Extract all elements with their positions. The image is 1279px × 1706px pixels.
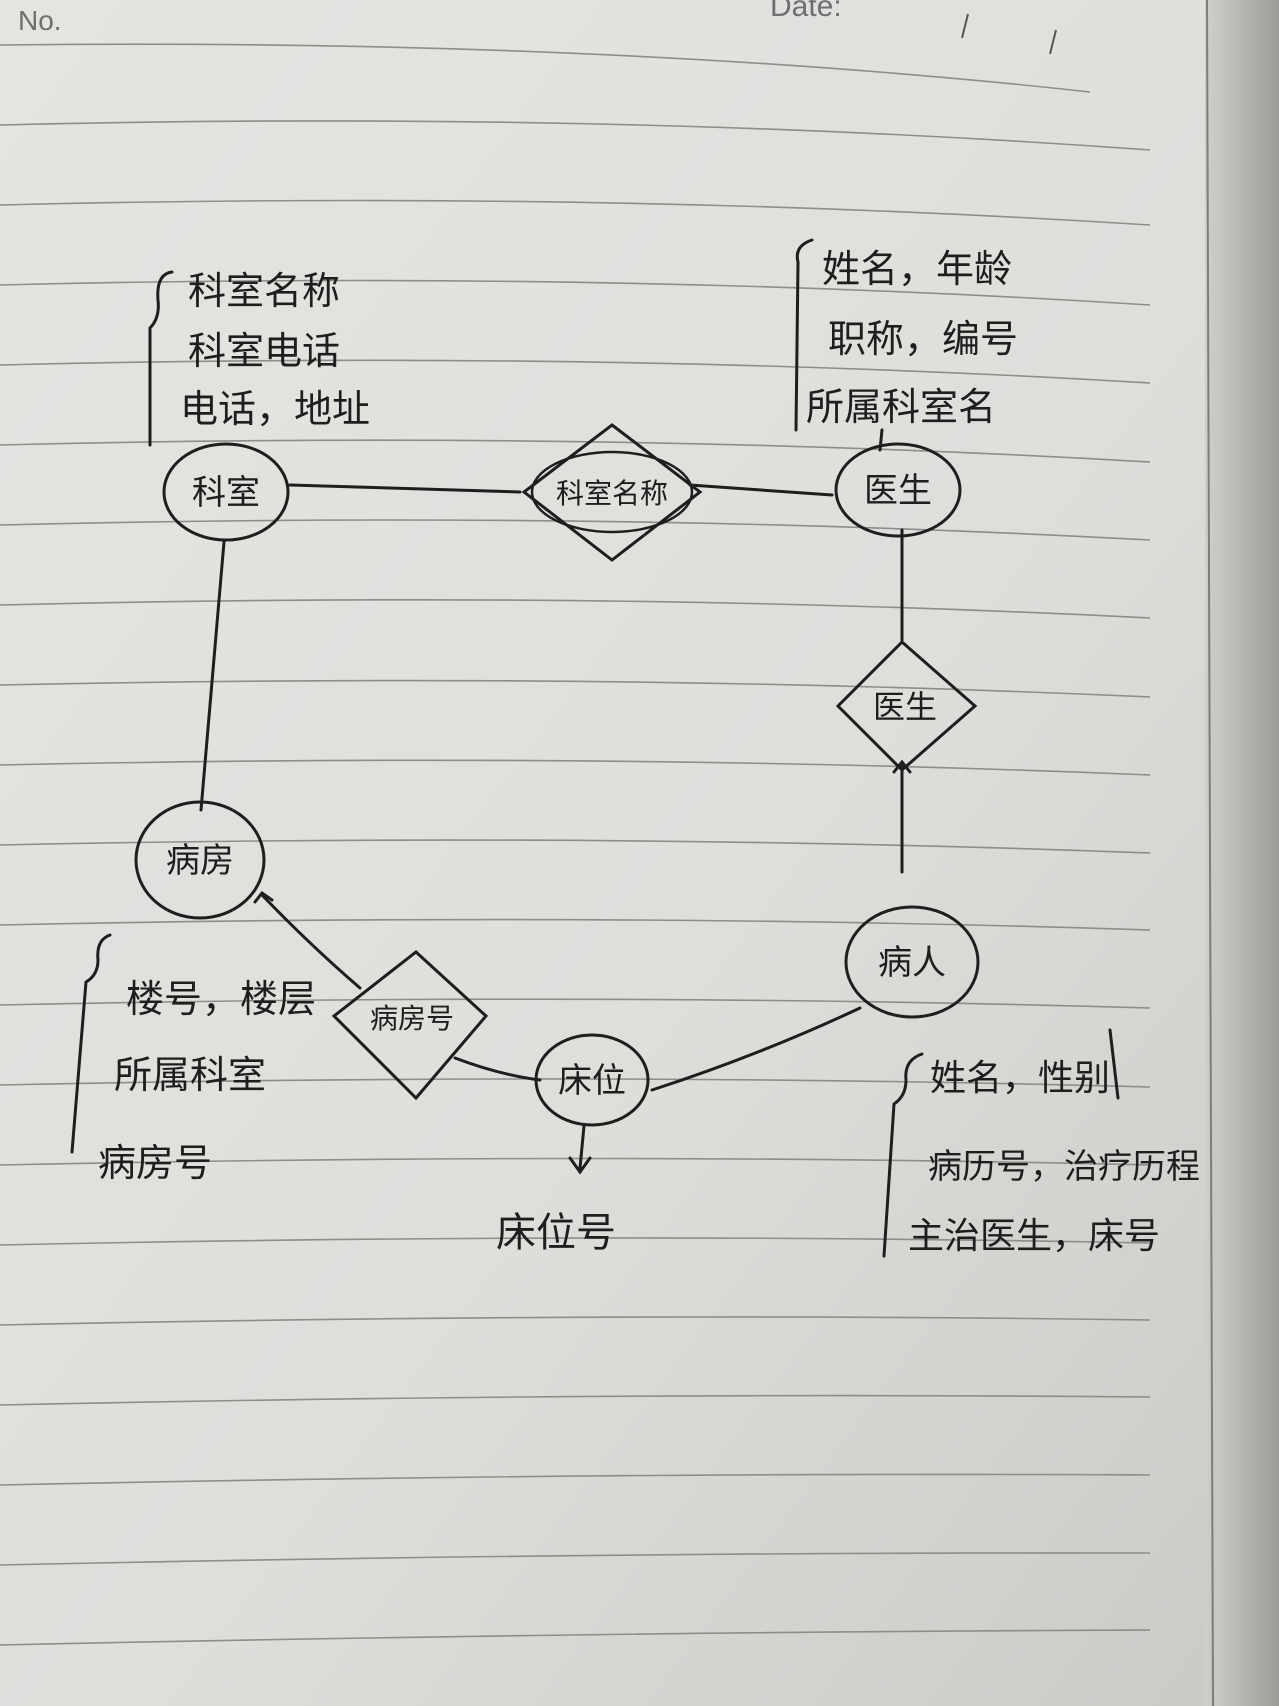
line-bed-patient <box>650 1006 862 1092</box>
patient-attr-2: 病历号，治疗历程 <box>928 1147 1200 1187</box>
date-label: Date: <box>770 0 842 23</box>
connector-lines <box>199 428 904 1170</box>
doctor-attr-2: 职称，编号 <box>828 317 1018 361</box>
entity-patient-label: 病人 <box>878 943 946 983</box>
attributes-ward: 楼号，楼层 所属科室 病房号 <box>98 977 316 1185</box>
dept-attr-1: 科室名称 <box>188 269 340 313</box>
line-bed-attr <box>578 1124 586 1170</box>
relation-ward-bed-label: 病房号 <box>370 1002 454 1035</box>
entity-department-label: 科室 <box>192 473 260 513</box>
ward-attr-2: 所属科室 <box>114 1053 266 1097</box>
page-edge <box>1205 0 1279 1706</box>
line-relation-doctor <box>688 483 834 497</box>
patient-attr-1: 姓名，性别 <box>930 1058 1110 1099</box>
line-ward-relation3 <box>260 893 362 990</box>
patient-attr-3: 主治医生，床号 <box>908 1216 1160 1257</box>
bracket-patient-extra <box>1108 1028 1120 1100</box>
date-slashes <box>961 13 1057 55</box>
relation-dept-doctor: 科室名称 <box>521 423 703 562</box>
bracket-department <box>148 270 174 447</box>
relation-doctor-patient: 医生 <box>835 639 978 773</box>
relation-ward-bed: 病房号 <box>331 950 489 1101</box>
arrow-to-bed-attr <box>568 1156 592 1175</box>
bracket-doctor <box>794 238 814 432</box>
bed-attr: 床位号 <box>496 1210 616 1256</box>
ward-attr-3: 病房号 <box>98 1141 212 1185</box>
entity-ward-label: 病房 <box>166 841 234 881</box>
arrowheads <box>253 759 912 1175</box>
entity-doctor: 医生 <box>834 442 962 538</box>
arrow-to-relation2 <box>892 759 912 774</box>
ruled-lines <box>0 43 1151 1646</box>
entity-bed-label: 床位 <box>558 1061 626 1101</box>
dept-attr-3: 电话，地址 <box>180 387 370 431</box>
entity-doctor-label: 医生 <box>864 471 932 511</box>
entity-department: 科室 <box>162 442 290 542</box>
attributes-patient: 姓名，性别 病历号，治疗历程 主治医生，床号 <box>908 1058 1200 1257</box>
entity-bed: 床位 <box>534 1033 650 1127</box>
relation-doctor-patient-label: 医生 <box>873 688 937 726</box>
doctor-attr-1: 姓名，年龄 <box>822 247 1012 291</box>
entity-ward: 病房 <box>134 800 266 920</box>
line-department-ward <box>199 540 226 812</box>
attributes-doctor: 姓名，年龄 职称，编号 所属科室名 <box>806 247 1018 429</box>
arrow-to-ward <box>253 890 274 904</box>
page-number-label: No. <box>18 5 62 36</box>
attributes-department: 科室名称 科室电话 电话，地址 <box>180 269 370 431</box>
bracket-ward <box>70 933 112 1154</box>
bracket-patient <box>882 1052 924 1258</box>
dept-attr-2: 科室电话 <box>188 329 340 373</box>
line-department-relation <box>288 483 522 494</box>
ward-attr-1: 楼号，楼层 <box>126 977 316 1021</box>
line-relation3-bed <box>453 1056 542 1082</box>
attribute-brackets <box>70 238 1120 1258</box>
doctor-attr-3: 所属科室名 <box>806 385 996 429</box>
page-edge-line <box>1206 0 1214 1706</box>
entity-patient: 病人 <box>844 905 980 1019</box>
relation-dept-doctor-label: 科室名称 <box>556 477 668 510</box>
